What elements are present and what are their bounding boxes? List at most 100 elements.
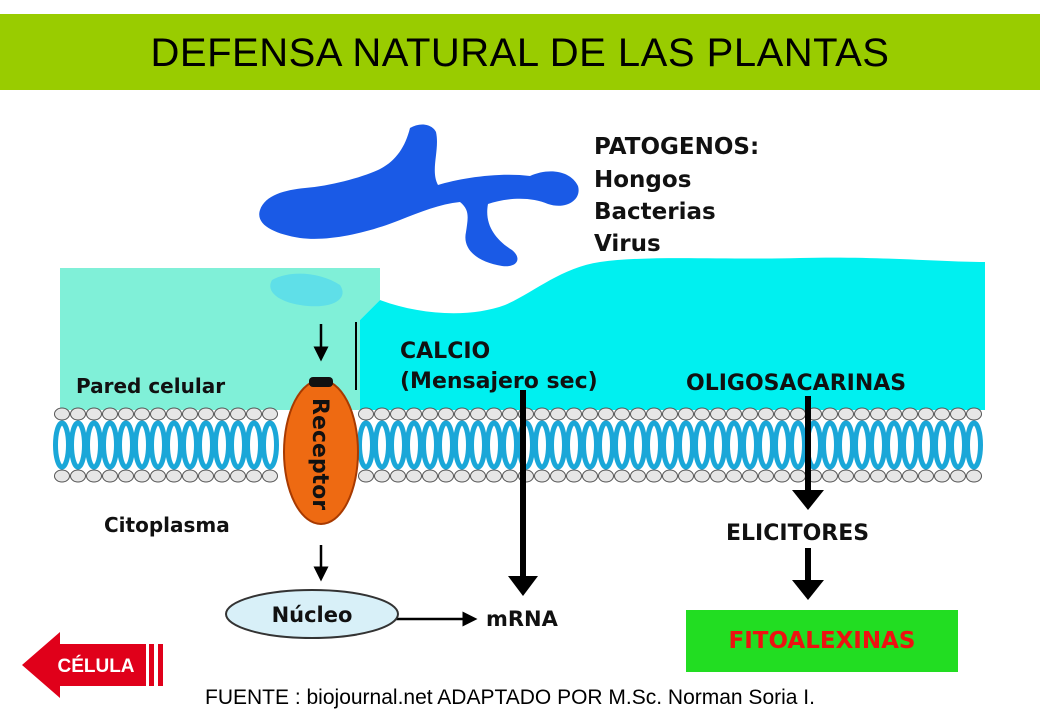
phospholipid-tail [485, 420, 503, 470]
phospholipid-head [118, 407, 134, 421]
phospholipid-head [134, 407, 150, 421]
phospholipid-head [166, 407, 182, 421]
phospholipid-head [758, 469, 774, 483]
phospholipid-tail [629, 420, 647, 470]
phospholipid-head [438, 469, 454, 483]
phospholipid-tail [885, 420, 903, 470]
phytoalexin-label: FITOALEXINAS [729, 628, 916, 654]
phospholipid-head [902, 407, 918, 421]
phospholipid-head [246, 407, 262, 421]
source-credit: FUENTE : biojournal.net ADAPTADO POR M.S… [205, 686, 815, 709]
phospholipid-head [150, 407, 166, 421]
phospholipid-head [966, 469, 982, 483]
phospholipid-head [790, 407, 806, 421]
phospholipid-tail [69, 420, 87, 470]
phospholipid-head [198, 407, 214, 421]
phospholipid-head [582, 469, 598, 483]
phospholipid-tail [117, 420, 135, 470]
phospholipid-head [134, 469, 150, 483]
calcium-role-label: (Mensajero sec) [400, 369, 598, 394]
phospholipid-tail [213, 420, 231, 470]
phospholipid-head [838, 469, 854, 483]
phospholipid-tail [693, 420, 711, 470]
phospholipid-tail [549, 420, 567, 470]
phospholipid-head [566, 469, 582, 483]
phospholipid-tail [709, 420, 727, 470]
phospholipid-head [566, 407, 582, 421]
phospholipid-head [550, 469, 566, 483]
phospholipid-head [374, 469, 390, 483]
phospholipid-head [678, 469, 694, 483]
phospholipid-head [790, 469, 806, 483]
phospholipid-tail [645, 420, 663, 470]
back-arrow-icon: CÉLULA [22, 632, 163, 698]
phospholipid-head [694, 407, 710, 421]
phospholipid-head [214, 407, 230, 421]
phospholipid-head [470, 407, 486, 421]
phospholipid-head [758, 407, 774, 421]
phospholipid-head [838, 407, 854, 421]
phospholipid-tail [597, 420, 615, 470]
phospholipid-head [486, 407, 502, 421]
arrowhead-oligo [792, 490, 824, 510]
phospholipid-head [406, 407, 422, 421]
phospholipid-tail [229, 420, 247, 470]
receptor-label: Receptor [307, 398, 332, 510]
phospholipid-head [614, 469, 630, 483]
wall-blob [270, 273, 343, 307]
phospholipid-head [486, 469, 502, 483]
phytoalexin-box [686, 610, 958, 672]
extracellular-region [360, 257, 985, 410]
phospholipid-head [598, 469, 614, 483]
phospholipid-head [54, 407, 70, 421]
phospholipid-tail [245, 420, 263, 470]
phospholipid-head [390, 469, 406, 483]
phospholipid-head [918, 407, 934, 421]
phospholipid-tail [869, 420, 887, 470]
arrowhead-elicitors [792, 580, 824, 600]
phospholipid-head [774, 407, 790, 421]
phospholipid-head [230, 407, 246, 421]
phospholipid-head [358, 469, 374, 483]
phospholipid-tail [821, 420, 839, 470]
phospholipid-tail [789, 420, 807, 470]
phospholipid-head [950, 469, 966, 483]
phospholipid-tail [437, 420, 455, 470]
cytoplasm-label: Citoplasma [104, 513, 230, 537]
phospholipid-head [406, 469, 422, 483]
phospholipid-head [886, 407, 902, 421]
phospholipid-head [230, 469, 246, 483]
phospholipid-head [854, 469, 870, 483]
phospholipid-head [454, 469, 470, 483]
phospholipid-head [198, 469, 214, 483]
phospholipid-tail [149, 420, 167, 470]
phospholipid-tail [533, 420, 551, 470]
phospholipid-head [598, 407, 614, 421]
phospholipid-head [630, 407, 646, 421]
phospholipid-head [86, 469, 102, 483]
membrane-heads-bottom [54, 469, 982, 483]
phospholipid-head [54, 469, 70, 483]
phospholipid-head [246, 469, 262, 483]
pathogen-item: Bacterias [594, 199, 716, 225]
cell-wall-label: Pared celular [76, 374, 225, 398]
phospholipid-tail [677, 420, 695, 470]
phospholipid-head [934, 469, 950, 483]
phospholipid-tail [389, 420, 407, 470]
phospholipid-tail [357, 420, 375, 470]
cell-back-button[interactable]: CÉLULA [22, 630, 172, 700]
phospholipid-head [70, 407, 86, 421]
phospholipid-head [470, 469, 486, 483]
phospholipid-head [742, 407, 758, 421]
calcium-label: CALCIO [400, 339, 490, 364]
phospholipid-tail [725, 420, 743, 470]
phospholipid-head [630, 469, 646, 483]
phospholipid-head [710, 407, 726, 421]
phospholipid-tail [949, 420, 967, 470]
phospholipid-head [182, 469, 198, 483]
phospholipid-head [102, 407, 118, 421]
phospholipid-tail [53, 420, 71, 470]
phospholipid-head [422, 407, 438, 421]
arrowhead-calcium [508, 576, 538, 596]
